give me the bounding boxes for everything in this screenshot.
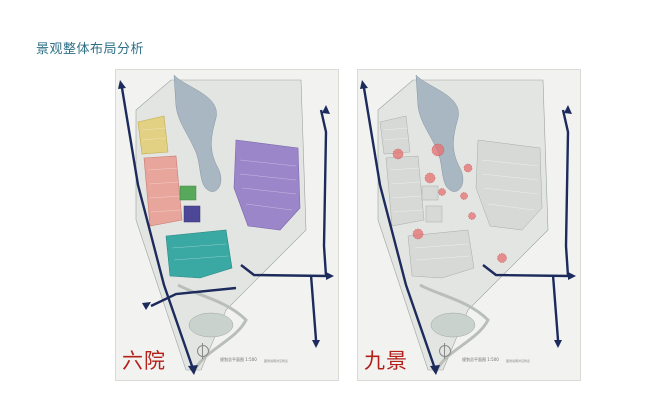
zone-purple (233, 139, 301, 231)
site-plan-right-drawing (358, 70, 580, 380)
landscape-node (438, 188, 446, 196)
plan-caption-text: 规划总平面图 (462, 357, 486, 362)
site-plan-left-drawing (116, 70, 338, 380)
building-blocks (379, 115, 543, 279)
landscape-path (419, 283, 490, 369)
lake (415, 74, 464, 192)
site-plan-nine-views: 规划总平面图 1:500 图例说明详见附表 九景 (357, 69, 581, 381)
roads (362, 87, 571, 367)
plan-note: 图例说明详见附表 (506, 359, 531, 363)
road-arrows (360, 80, 576, 375)
zone-green (179, 185, 197, 201)
panel-label-six-courtyards: 六院 (122, 349, 166, 373)
landscape-node (392, 148, 404, 160)
north-arrow-icon (439, 343, 451, 359)
roads (120, 87, 329, 367)
north-arrow-icon (197, 343, 209, 359)
site-plan-six-courtyards: 规划总平面图 1:500 图例说明详见附表 六院 (115, 69, 339, 381)
zone-yellow (137, 115, 169, 155)
zone-pink (143, 155, 183, 227)
road-arrows (118, 80, 334, 375)
plaza (188, 312, 234, 338)
landscape-nodes (392, 143, 507, 263)
lake (173, 74, 222, 192)
landscape-node (424, 172, 436, 184)
plaza (430, 312, 476, 338)
plan-caption: 规划总平面图 1:500 (220, 357, 257, 363)
zone-indigo (183, 205, 201, 223)
plan-caption: 规划总平面图 1:500 (462, 357, 499, 363)
landscape-node (431, 143, 445, 157)
landscape-node (497, 253, 507, 263)
slide-title: 景观整体布局分析 (36, 42, 145, 57)
plan-scale-text: 1:500 (245, 357, 257, 362)
landscape-node (412, 228, 424, 240)
plan-scale-text: 1:500 (487, 357, 499, 362)
plan-caption-text: 规划总平面图 (220, 357, 244, 362)
landscape-node (468, 212, 476, 220)
landscape-node (460, 192, 468, 200)
panel-label-nine-views: 九景 (364, 349, 408, 373)
zone-teal (165, 229, 233, 279)
plan-note: 图例说明详见附表 (264, 359, 289, 363)
landscape-node (463, 163, 473, 173)
